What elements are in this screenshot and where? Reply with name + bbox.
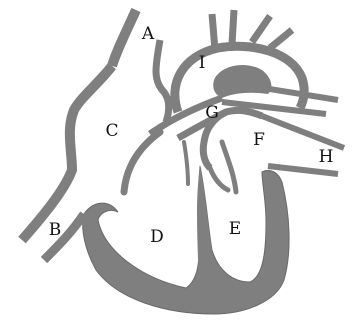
label-g: G	[204, 105, 220, 122]
ventricle-wall	[83, 166, 289, 314]
valve-leaflet-left	[210, 168, 228, 190]
pulmonary-trunk	[213, 65, 271, 98]
atrial-inner-line	[124, 132, 160, 192]
label-c: C	[104, 123, 120, 140]
label-f: F	[251, 132, 267, 149]
aortic-branch-4	[270, 30, 292, 48]
superior-vena-cava	[112, 10, 136, 66]
chordae-line	[184, 142, 188, 184]
pulmonary-vein-upper	[262, 116, 344, 148]
aortic-branch-2	[232, 10, 234, 44]
label-h: H	[318, 149, 334, 166]
label-e: E	[227, 221, 243, 238]
label-b: B	[47, 222, 63, 239]
label-a: A	[140, 26, 156, 43]
aortic-branch-3	[252, 16, 270, 42]
pulmonary-vein-lower	[268, 166, 338, 174]
aortic-branch-1	[212, 14, 215, 50]
label-i: I	[194, 55, 210, 72]
vessel-connector	[156, 40, 169, 122]
label-d: D	[149, 229, 165, 246]
